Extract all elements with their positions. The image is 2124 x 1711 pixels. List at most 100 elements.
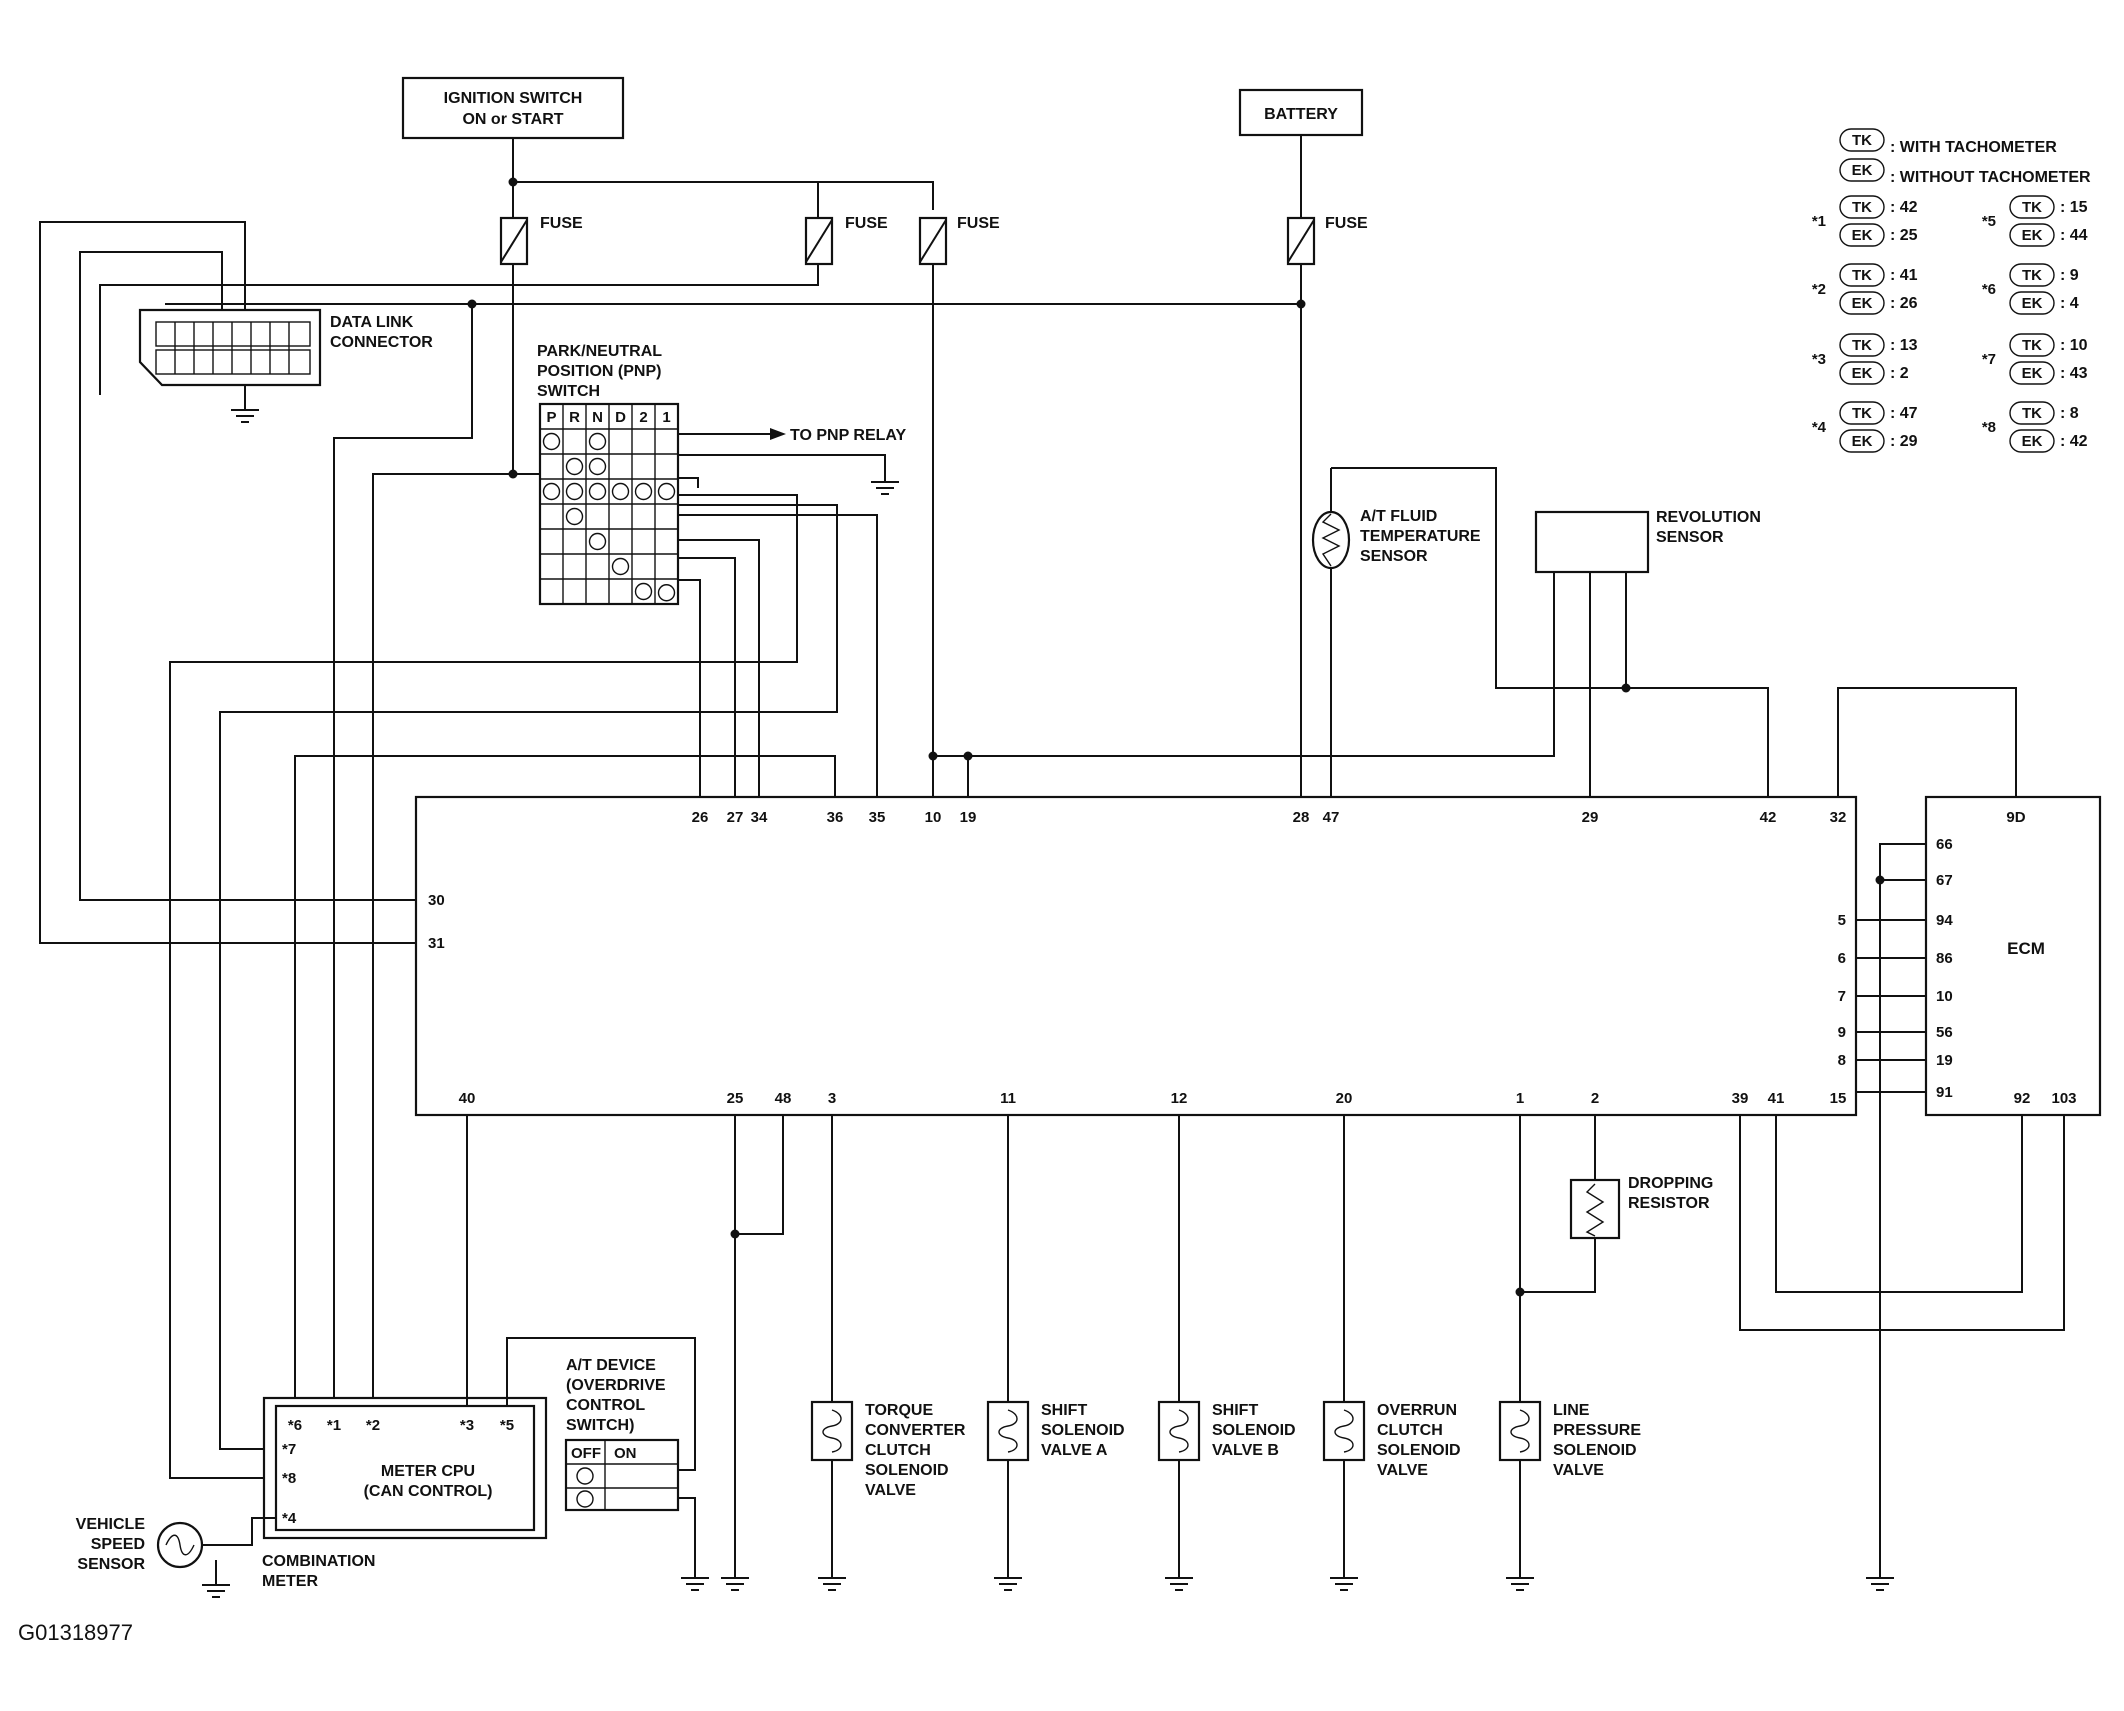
solenoid-label: SOLENOID	[1212, 1422, 1296, 1439]
pnp-contact-icon	[657, 482, 676, 501]
dlc-label-2: CONNECTOR	[330, 334, 433, 351]
tcm-bottom-pin-label: 11	[1000, 1090, 1016, 1107]
solenoid-label: VALVE B	[1212, 1442, 1279, 1459]
fluid-temp-label-3: SENSOR	[1360, 548, 1428, 565]
combination-meter-label-2: METER	[262, 1573, 318, 1590]
ground-icon	[1165, 1577, 1193, 1591]
ecm-box	[1924, 795, 2102, 1117]
tcm-top-pin-label: 26	[692, 809, 709, 826]
note-tk-value: : 47	[1890, 405, 1918, 422]
vss-label-1: VEHICLE	[76, 1516, 146, 1533]
solenoid-label: SOLENOID	[1377, 1442, 1461, 1459]
solenoid-valve-icon	[1322, 1400, 1366, 1462]
pnp-contact-icon	[611, 482, 630, 501]
solenoid-label: PRESSURE	[1553, 1422, 1641, 1439]
pnp-position-label: P	[546, 409, 556, 426]
ek-badge	[1839, 158, 1885, 182]
pnp-label-2: POSITION (PNP)	[537, 363, 661, 380]
note-id: *3	[1812, 351, 1826, 368]
ignition-switch-label-2: ON or START	[462, 111, 563, 128]
tcm-right-pin-label: 6	[1838, 950, 1846, 967]
ignition-to-meter-wire	[372, 473, 540, 1406]
ek-description: : WITHOUT TACHOMETER	[1890, 169, 2091, 186]
ground-icon	[994, 1577, 1022, 1591]
solenoid-label: SOLENOID	[865, 1462, 949, 1479]
ground-icon	[231, 409, 259, 423]
meter-top-pin-label: *3	[460, 1417, 474, 1434]
note-id: *1	[1812, 213, 1826, 230]
ek-badge	[1839, 223, 1885, 247]
dlc-to-tcm31-wire	[39, 221, 416, 944]
dropping-resistor-icon	[1569, 1178, 1621, 1240]
ek-badge	[2009, 223, 2055, 247]
tcm-box	[414, 795, 1858, 1117]
tk-badge	[1839, 195, 1885, 219]
tcm-bottom-pin-label: 12	[1171, 1090, 1188, 1107]
at-device-label-2: (OVERDRIVE	[566, 1377, 666, 1394]
data-link-connector-icon	[138, 308, 322, 387]
ignition-switch-box	[401, 76, 625, 140]
solenoid-valve-icon	[810, 1400, 854, 1462]
ek-badge	[2009, 429, 2055, 453]
vss-label-3: SENSOR	[77, 1556, 145, 1573]
ignition-splice	[508, 177, 518, 187]
revolution-to-tcm19-wire	[933, 572, 1555, 757]
at-device-label-1: A/T DEVICE	[566, 1357, 656, 1374]
tk-description: : WITH TACHOMETER	[1890, 139, 2057, 156]
battery-label: BATTERY	[1264, 106, 1338, 123]
tk-badge	[2009, 195, 2055, 219]
tcm-bottom-pin-label: 25	[727, 1090, 744, 1107]
solenoid-label: SOLENOID	[1553, 1442, 1637, 1459]
solenoid-label: LINE	[1553, 1402, 1590, 1419]
solenoid-label: VALVE	[1553, 1462, 1604, 1479]
meter-cpu-label-2: (CAN CONTROL)	[364, 1483, 493, 1500]
od-off-label: OFF	[571, 1445, 601, 1462]
revolution-sensor-box	[1534, 510, 1650, 574]
ground-icon	[681, 1577, 709, 1591]
pnp-position-label: 1	[662, 409, 670, 426]
meter-pin-labels: *6*1*2*3*5*7*8*4	[282, 1417, 514, 1527]
pnp-contact-icon	[634, 582, 653, 601]
fuse-label-2: FUSE	[845, 215, 888, 232]
tcm-bottom-pin-label: 48	[775, 1090, 792, 1107]
dropping-resistor-wire	[1520, 1115, 1596, 1293]
tcm-right-pin-label: 7	[1838, 988, 1846, 1005]
ek-badge	[2009, 361, 2055, 385]
tcm-left-pin-label: 30	[428, 892, 445, 909]
solenoid-valve-icon	[986, 1400, 1030, 1462]
meter-left-pin-label: *4	[282, 1510, 297, 1527]
overdrive-switch-icon	[564, 1438, 680, 1512]
tcm-bottom-pin-label: 41	[1768, 1090, 1785, 1107]
tcm10-splice	[928, 751, 938, 761]
pnp-contact-icon	[588, 457, 607, 476]
tk-badge	[1839, 128, 1885, 152]
tcm-top-pin-label: 27	[727, 809, 744, 826]
fluid-temp-to-tcm42-wire	[1331, 467, 1769, 797]
pnp-contact-icon	[657, 584, 676, 602]
pnp-contact-icon	[542, 482, 561, 501]
tcm-top-pin-label: 47	[1323, 809, 1340, 826]
revolution-label-2: SENSOR	[1656, 529, 1724, 546]
ek-badge-text: EK	[2022, 433, 2043, 450]
note-id: *2	[1812, 281, 1826, 298]
pnp-to-meter-7-wire	[219, 504, 838, 1450]
solenoid-valve-icon	[1498, 1400, 1542, 1462]
tcm-top-pin-label: 29	[1582, 809, 1599, 826]
dropping-resistor-label-1: DROPPING	[1628, 1175, 1713, 1192]
tk-badge-text: TK	[1852, 337, 1872, 354]
dlc-to-tcm30-wire	[79, 251, 416, 901]
tk-badge	[1839, 401, 1885, 425]
ek-badge-text: EK	[2022, 227, 2043, 244]
tk-badge	[1839, 333, 1885, 357]
tcm-top-pin-label: 10	[925, 809, 942, 826]
pnp-contact-icon	[565, 507, 584, 526]
ek-badge-text: EK	[2022, 365, 2043, 382]
tk-badge-text: TK	[1852, 267, 1872, 284]
meter-cpu-box	[274, 1404, 536, 1532]
ecm-left-pin-label: 94	[1936, 912, 1953, 929]
note-id: *8	[1982, 419, 1996, 436]
pnp-ground-wire	[678, 454, 886, 482]
note-ek-value: : 4	[2060, 295, 2079, 312]
coil-icon	[1510, 1409, 1530, 1453]
